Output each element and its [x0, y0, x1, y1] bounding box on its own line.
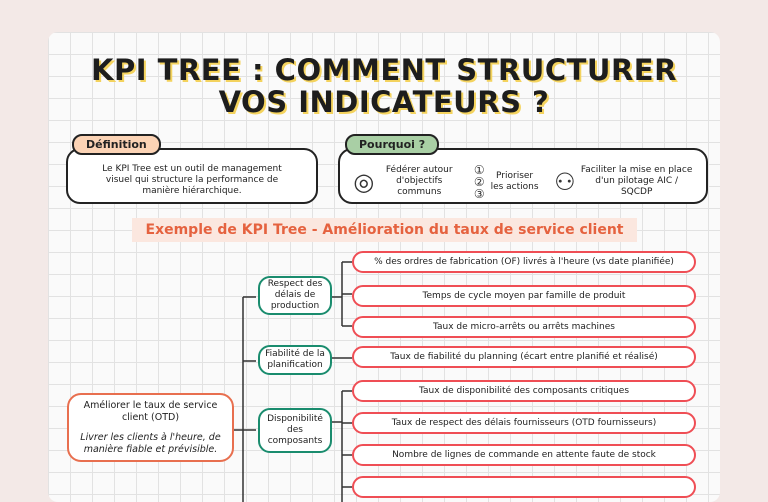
definition-text: Le KPI Tree est un outil de management v…	[102, 163, 282, 196]
definition-tab: Définition	[72, 134, 161, 155]
root-title: Améliorer le taux de service client (OTD…	[83, 399, 218, 423]
why-item-federer: ◎Fédérer autour d'objectifs communs	[353, 165, 453, 197]
tree-connectors	[234, 261, 352, 502]
leaf-kpi: Taux de disponibilité des composants cri…	[352, 380, 696, 402]
definition-box: Le KPI Tree est un outil de management v…	[66, 148, 318, 204]
example-title: Exemple de KPI Tree - Amélioration du ta…	[132, 218, 637, 242]
branch-fiabilite-planification: Fiabilité de la planification	[258, 345, 332, 375]
leaf-kpi: % des ordres de fabrication (OF) livrés …	[352, 251, 696, 273]
leaf-kpi: Taux de fiabilité du planning (écart ent…	[352, 346, 696, 368]
title-line-2: VOS INDICATEURS ?	[218, 85, 550, 119]
root-objective: Améliorer le taux de service client (OTD…	[67, 393, 234, 462]
infographic-card: KPI TREE : COMMENT STRUCTURER VOS INDICA…	[48, 32, 720, 502]
leaf-kpi: Taux de micro-arrêts ou arrêts machines	[352, 316, 696, 338]
branch-disponibilite-composants: Disponibilité des composants	[258, 408, 332, 453]
pourquoi-tab: Pourquoi ?	[345, 134, 440, 155]
title-line-1: KPI TREE : COMMENT STRUCTURER	[91, 53, 677, 87]
root-subtitle: Livrer les clients à l'heure, de manière…	[80, 431, 221, 455]
leaf-kpi: Temps de cycle moyen par famille de prod…	[352, 285, 696, 307]
why-item-pilotage: ⚇Faciliter la mise en place d'un pilotag…	[554, 165, 693, 197]
branch-respect-delais: Respect des délais de production	[258, 276, 332, 315]
target-icon: ◎	[353, 167, 375, 196]
meeting-icon: ⚇	[554, 167, 576, 196]
leaf-kpi: Taux de respect des délais fournisseurs …	[352, 412, 696, 434]
leaf-kpi: Nombre de lignes de commande en attente …	[352, 444, 696, 466]
leaf-kpi-partial	[352, 476, 696, 498]
